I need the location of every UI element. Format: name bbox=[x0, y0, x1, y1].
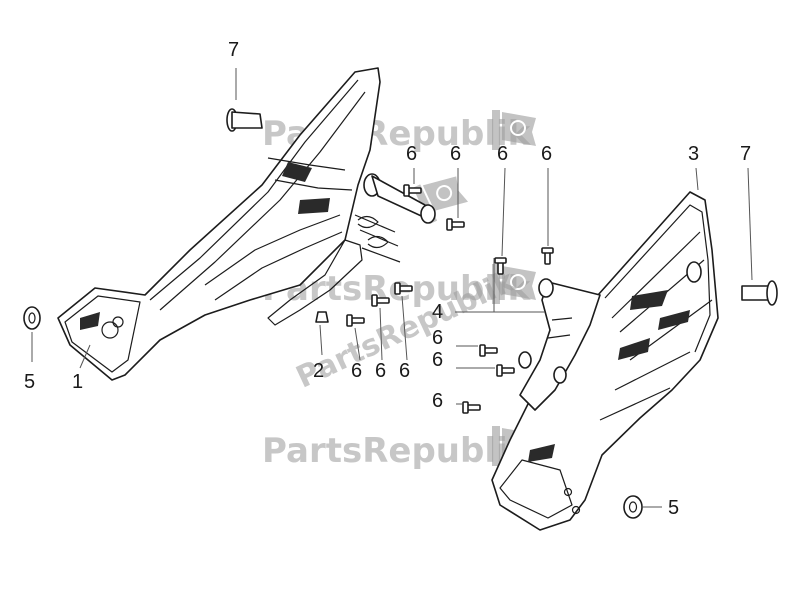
callout-1: 1 bbox=[72, 371, 83, 393]
callout-6-a: 6 bbox=[351, 360, 362, 382]
watermark-text: PartsRepublik bbox=[262, 431, 532, 471]
bolt bbox=[446, 218, 465, 231]
bolt bbox=[494, 257, 507, 275]
bolt bbox=[541, 247, 554, 265]
pin-left bbox=[226, 108, 263, 132]
callout-6-h: 6 bbox=[432, 327, 443, 349]
leader-lines bbox=[31, 68, 753, 508]
right-footrest-part bbox=[491, 191, 719, 531]
washer-right bbox=[623, 495, 643, 519]
callout-6-b: 6 bbox=[375, 360, 386, 382]
bolt bbox=[496, 364, 515, 377]
callout-2: 2 bbox=[313, 360, 324, 382]
left-footrest-part bbox=[57, 67, 436, 381]
callout-6-e: 6 bbox=[450, 143, 461, 165]
callout-5-right: 5 bbox=[668, 497, 679, 519]
callout-6-i: 6 bbox=[432, 349, 443, 371]
washer-left bbox=[23, 306, 41, 330]
bolt bbox=[346, 314, 365, 327]
bolt bbox=[371, 294, 390, 307]
bolt bbox=[403, 184, 422, 197]
washer-parts bbox=[23, 306, 643, 519]
callout-7-left: 7 bbox=[228, 39, 239, 61]
callout-6-f: 6 bbox=[497, 143, 508, 165]
callout-3: 3 bbox=[688, 143, 699, 165]
pin-parts bbox=[226, 108, 778, 306]
callout-6-d: 6 bbox=[406, 143, 417, 165]
callout-6-c: 6 bbox=[399, 360, 410, 382]
callout-5-left: 5 bbox=[24, 371, 35, 393]
watermark-flag-icon bbox=[492, 110, 536, 150]
callout-7-right: 7 bbox=[740, 143, 751, 165]
watermark-bottom: PartsRepublik bbox=[262, 426, 536, 471]
spring-part bbox=[315, 215, 389, 323]
bolt bbox=[479, 344, 498, 357]
pin-right bbox=[741, 280, 778, 306]
callout-labels: 7 5 1 2 6 6 6 6 6 6 6 4 6 6 6 3 7 5 bbox=[24, 39, 751, 519]
callout-6-g: 6 bbox=[541, 143, 552, 165]
watermark-flag-icon bbox=[492, 264, 536, 304]
bolt bbox=[394, 282, 413, 295]
bolt-parts bbox=[346, 184, 554, 414]
callout-4: 4 bbox=[432, 301, 443, 323]
bolt bbox=[462, 401, 481, 414]
callout-6-j: 6 bbox=[432, 390, 443, 412]
